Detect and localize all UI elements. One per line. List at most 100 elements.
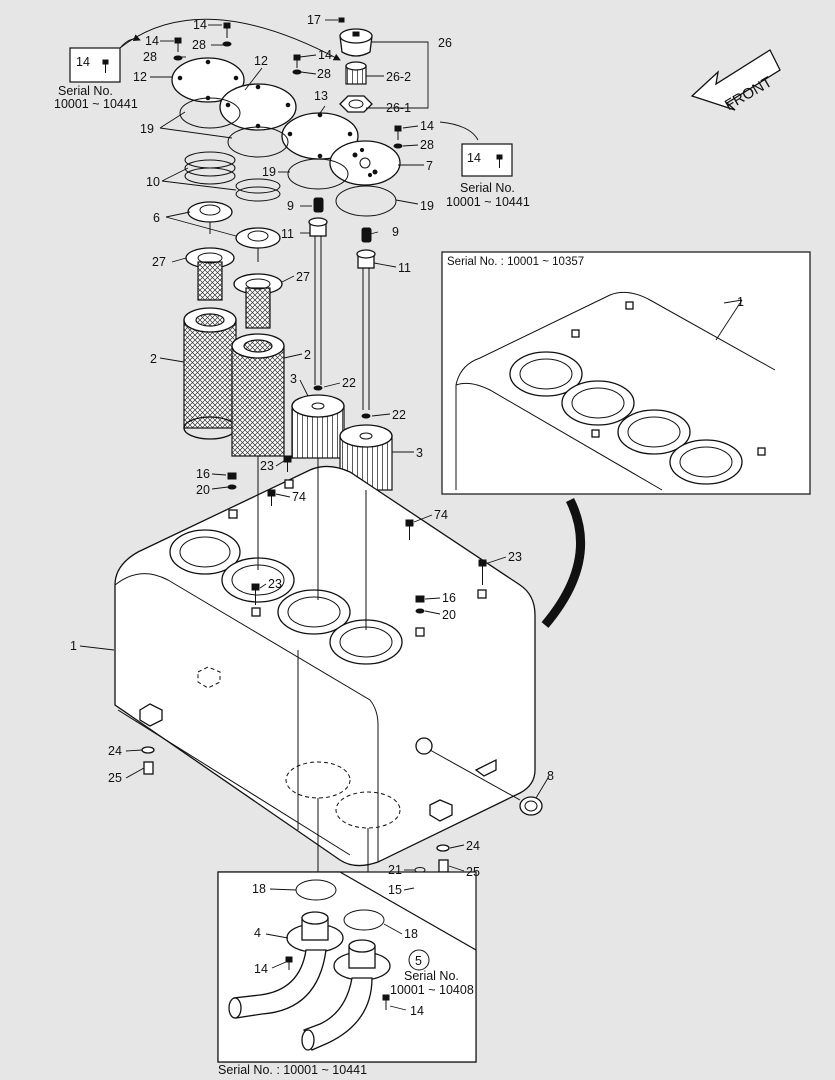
callout-28b: 28	[192, 38, 206, 52]
callout-1b: 1	[737, 295, 744, 309]
gasket-19-c	[287, 158, 349, 190]
callout-21: 21	[388, 863, 402, 877]
callout-19a: 19	[140, 122, 154, 136]
callout-18a: 18	[252, 882, 266, 896]
callout-7: 7	[426, 159, 433, 173]
callout-15: 15	[388, 883, 402, 897]
o-ring-18-right	[343, 909, 385, 931]
cover-plate-12-left	[171, 57, 245, 103]
washer-28-d	[393, 143, 403, 149]
filter-element-2-left	[183, 307, 237, 440]
callout-24a: 24	[108, 744, 122, 758]
return-filter-3-right	[339, 413, 393, 491]
spring-10-right	[235, 178, 281, 202]
bolt-17	[338, 17, 345, 23]
rod-11-right	[356, 227, 376, 410]
bolt-25-right	[438, 859, 449, 873]
callout-26: 26	[438, 36, 452, 50]
filler-cap-26	[339, 28, 373, 57]
callout-14a: 14	[193, 18, 207, 32]
rod-11-left	[308, 197, 328, 385]
plug-16-right	[415, 595, 425, 603]
bolt-14-pipe-right	[382, 994, 390, 1010]
callout-8: 8	[547, 769, 554, 783]
strainer-27-left	[185, 247, 235, 301]
callout-20a: 20	[196, 483, 210, 497]
plug-16-left	[227, 472, 237, 480]
strainer-27-right	[233, 273, 283, 329]
bolt-25-left	[143, 761, 154, 775]
bolt-14-pipe-left	[285, 956, 293, 970]
cover-plate-7	[329, 140, 401, 186]
callout-9b: 9	[392, 225, 399, 239]
inset-title: Serial No. : 10001 ~ 10357	[447, 256, 584, 268]
washer-20-right	[415, 608, 425, 614]
callout-16a: 16	[196, 467, 210, 481]
callout-24b: 24	[466, 839, 480, 853]
washer-20-left	[227, 484, 237, 490]
callout-3a: 3	[290, 372, 297, 386]
callout-26-2: 26-2	[386, 70, 411, 84]
callout-13: 13	[314, 89, 328, 103]
washer-28-b	[222, 41, 232, 47]
callout-22b: 22	[392, 408, 406, 422]
callout-23a: 23	[260, 459, 274, 473]
bottom-serial-line1: Serial No.	[404, 969, 459, 983]
valve-6-right	[235, 227, 281, 262]
callout-2b: 2	[304, 348, 311, 362]
suction-pipe-4	[228, 911, 344, 1019]
gasket-19-b	[227, 126, 289, 158]
callout-22a: 22	[342, 376, 356, 390]
callout-19b: 19	[262, 165, 276, 179]
callout-23b: 23	[508, 550, 522, 564]
bolt-14-top-c	[293, 54, 301, 68]
bolt-14-top-d	[394, 125, 402, 140]
callout-6: 6	[153, 211, 160, 225]
callout-1a: 1	[70, 639, 77, 653]
bolt-14-top-a	[223, 22, 231, 38]
washer-28-c	[292, 69, 302, 75]
callout-12b: 12	[254, 54, 268, 68]
cover-plate-12-right	[219, 83, 297, 131]
callout-4: 4	[254, 926, 261, 940]
leader-lines	[79, 19, 743, 1011]
note-box-label-2: 14	[467, 151, 481, 165]
bolt-74-a	[267, 489, 276, 506]
note-box-label: 14	[76, 55, 90, 69]
filter-element-2-right	[231, 333, 285, 457]
callout-18b: 18	[404, 927, 418, 941]
callout-9a: 9	[287, 199, 294, 213]
suction-pipe-5	[301, 939, 391, 1051]
note-serial-line2: 10001 ~ 10441	[54, 97, 138, 111]
bottom-title: Serial No. : 10001 ~ 10441	[218, 1063, 367, 1077]
gasket-19-d	[335, 185, 397, 217]
inset-panel-10357: Serial No. : 10001 ~ 10357	[441, 251, 811, 495]
return-filter-3-left	[291, 385, 345, 459]
bolt-23-c	[251, 583, 260, 605]
callout-27b: 27	[296, 270, 310, 284]
callout-20b: 20	[442, 608, 456, 622]
front-direction-arrow: FRONT	[690, 49, 781, 114]
callout-14b: 14	[145, 34, 159, 48]
strainer-26-2	[345, 61, 367, 85]
callout-74b: 74	[434, 508, 448, 522]
spring-10-left	[184, 151, 236, 185]
callout-16b: 16	[442, 591, 456, 605]
callout-14d: 14	[420, 119, 434, 133]
callout-10: 10	[146, 175, 160, 189]
callout-28c: 28	[317, 67, 331, 81]
flange-26-1	[339, 95, 373, 113]
serial-note-top-left: 14 Serial No. 10001 ~ 10441	[54, 34, 141, 111]
callout-26-1: 26-1	[386, 101, 411, 115]
callout-23c: 23	[268, 577, 282, 591]
bolt-74-b	[405, 519, 414, 540]
callout-74a: 74	[292, 490, 306, 504]
callout-28d: 28	[420, 138, 434, 152]
callout-labels: 14 14 28 28 12 12 14 28 17 26 26-2 26-1 …	[70, 13, 744, 1018]
note-serial-line1: Serial No.	[58, 84, 113, 98]
callout-19c: 19	[420, 199, 434, 213]
note-serial-line2-b: 10001 ~ 10441	[446, 195, 530, 209]
boss-left	[228, 509, 238, 519]
bottom-serial-line2: 10001 ~ 10408	[390, 983, 474, 997]
inset-connector-arrow	[541, 497, 586, 628]
